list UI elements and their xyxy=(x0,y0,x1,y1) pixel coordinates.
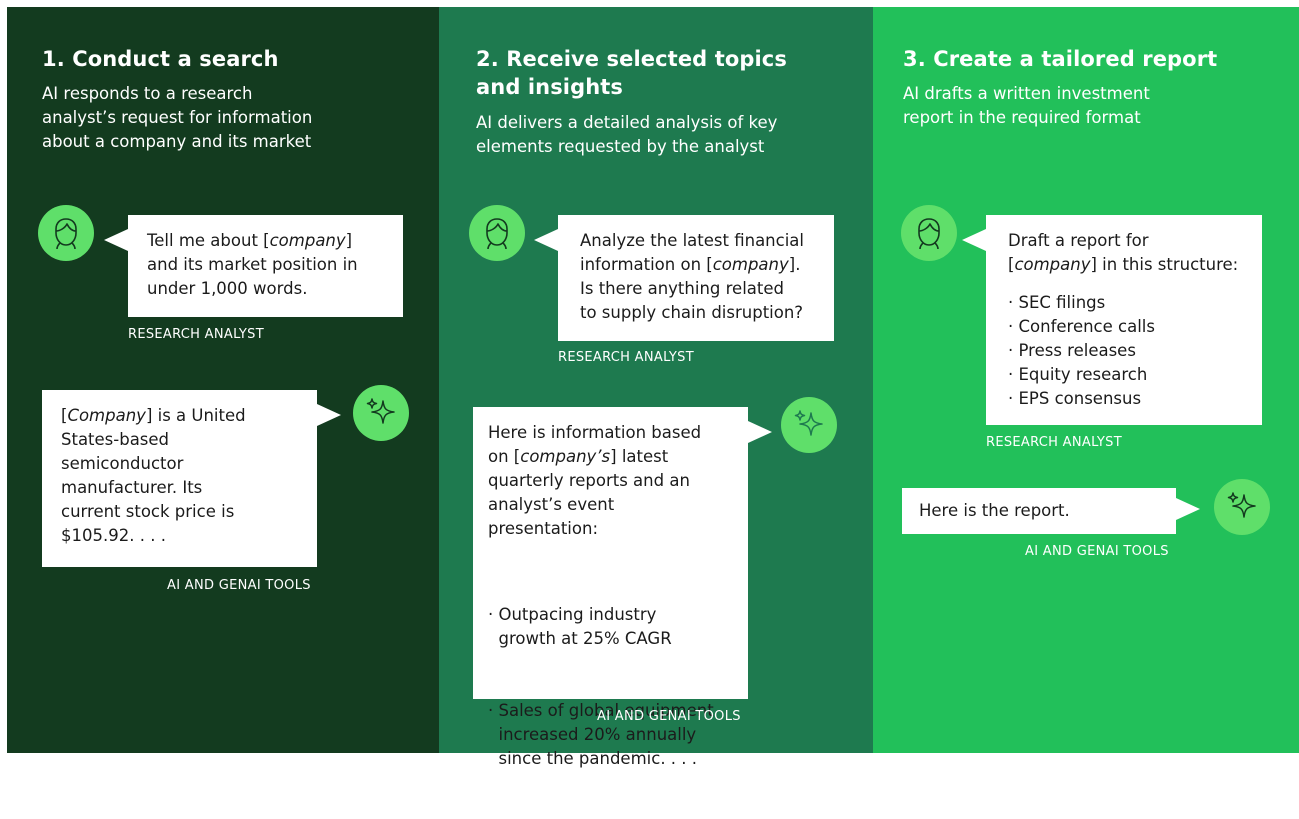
speaker-label-ai-3: AI AND GENAI TOOLS xyxy=(1025,544,1169,559)
response-bubble-1: [Company] is a United States-based semic… xyxy=(42,390,341,567)
step-1-panel: 1. Conduct a search AI responds to a res… xyxy=(7,7,439,753)
step-1-description: AI responds to a research analyst’s requ… xyxy=(42,84,313,151)
response-text-1: [Company] is a United States-based semic… xyxy=(61,406,246,545)
speaker-label-ai-1: AI AND GENAI TOOLS xyxy=(167,578,311,593)
step-1-title: 1. Conduct a search xyxy=(42,47,279,71)
request-text-1: Tell me about [company] and its market p… xyxy=(147,231,358,298)
three-step-diagram: 1. Conduct a search AI responds to a res… xyxy=(7,7,1299,768)
request-bubble-1: Tell me about [company] and its market p… xyxy=(104,215,403,317)
bullet-item: · SEC filings xyxy=(1008,293,1106,312)
speaker-label-analyst-1: RESEARCH ANALYST xyxy=(128,327,264,342)
bullet-item: · Outpacing industry growth at 25% CAGR xyxy=(488,605,672,648)
response-text-2: Here is information based on [company’s]… xyxy=(488,423,702,538)
person-icon xyxy=(38,205,94,261)
bubble-tail xyxy=(962,229,986,251)
speaker-label-analyst-2: RESEARCH ANALYST xyxy=(558,350,694,365)
sparkle-icon xyxy=(353,385,409,441)
request-bullets-3: · SEC filings · Conference calls · Press… xyxy=(1008,291,1248,411)
bullet-item: · EPS consensus xyxy=(1008,389,1142,408)
bubble-tail xyxy=(748,421,772,443)
response-text-3: Here is the report. xyxy=(919,501,1070,520)
bullet-item: · Equity research xyxy=(1008,365,1148,384)
response-bubble-2: Here is information based on [company’s]… xyxy=(473,407,772,768)
request-bubble-3: Draft a report for [company] in this str… xyxy=(962,215,1262,425)
request-bubble-2: Analyze the latest financial information… xyxy=(534,215,834,341)
bullet-item: · Conference calls xyxy=(1008,317,1155,336)
step-2-panel: 2. Receive selected topics and insights … xyxy=(439,7,873,768)
step-2-title: 2. Receive selected topics and insights xyxy=(476,47,787,99)
bubble-tail xyxy=(317,404,341,426)
speaker-label-ai-2: AI AND GENAI TOOLS xyxy=(597,709,741,724)
person-icon xyxy=(901,205,957,261)
step-2-description: AI delivers a detailed analysis of key e… xyxy=(476,113,778,156)
step-3-panel: 3. Create a tailored report AI drafts a … xyxy=(873,7,1299,753)
sparkle-icon xyxy=(1214,479,1270,535)
bullet-item: · Press releases xyxy=(1008,341,1136,360)
sparkle-icon xyxy=(781,397,837,453)
step-3-title: 3. Create a tailored report xyxy=(903,47,1218,71)
speaker-label-analyst-3: RESEARCH ANALYST xyxy=(986,435,1122,450)
request-text-2: Analyze the latest financial information… xyxy=(580,231,804,322)
response-bullets-2: · Outpacing industry growth at 25% CAGR … xyxy=(488,555,734,819)
step-3-description: AI drafts a written investment report in… xyxy=(903,84,1150,127)
bubble-tail xyxy=(1176,498,1200,520)
response-bubble-3: Here is the report. xyxy=(902,488,1200,534)
bubble-tail xyxy=(534,229,558,251)
person-icon xyxy=(469,205,525,261)
bubble-tail xyxy=(104,229,128,251)
request-text-3: Draft a report for [company] in this str… xyxy=(1008,231,1239,274)
